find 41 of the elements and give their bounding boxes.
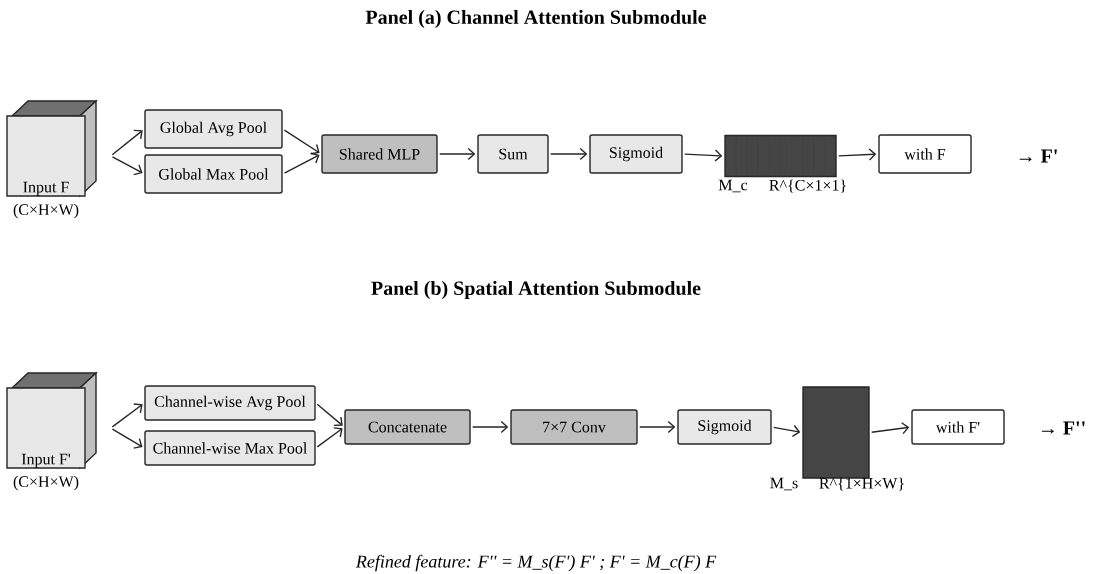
arrow	[316, 427, 343, 448]
process-box: Channel-wise Avg Pool	[144, 385, 316, 421]
arrow	[111, 129, 143, 156]
process-box: Global Avg Pool	[144, 109, 283, 149]
shape-label: R^{C×1×1}	[769, 179, 846, 193]
arrow	[639, 420, 676, 434]
process-box: Shared MLP	[321, 134, 438, 174]
process-box: Concatenate	[344, 409, 471, 445]
shape-label: (C×H×W)	[13, 203, 79, 219]
shape-label: M_s	[770, 477, 798, 491]
arrow	[550, 147, 588, 161]
arrow	[472, 420, 509, 434]
process-box: Sigmoid	[589, 134, 683, 174]
arrow	[316, 403, 343, 427]
process-box: Channel-wise Max Pool	[144, 430, 316, 466]
arrow	[111, 156, 143, 176]
process-box: with F	[878, 134, 972, 174]
panel-title: Panel (a) Channel Attention Submodule	[365, 9, 707, 29]
shape-label: (C×H×W)	[13, 475, 79, 491]
panel-title: Panel (b) Spatial Attention Submodule	[371, 280, 701, 300]
process-box: Sigmoid	[677, 409, 772, 445]
output-label: → F'	[1019, 149, 1057, 163]
process-box: Global Max Pool	[144, 154, 283, 194]
arrow	[111, 428, 143, 449]
process-box: with F'	[911, 409, 1005, 445]
arrow	[439, 147, 476, 161]
arrow	[772, 424, 801, 437]
attention-map-bar	[724, 134, 837, 178]
shape-label: R^{1×H×W}	[819, 477, 904, 491]
arrow	[283, 129, 320, 155]
arrow	[111, 403, 143, 428]
caption: Refined feature: F'' = M_s(F') F' ; F' = M_c(F) F	[355, 554, 717, 572]
attention-map-block	[802, 386, 870, 479]
arrow	[838, 148, 877, 161]
process-box: 7×7 Conv	[510, 409, 638, 445]
arrow	[871, 422, 910, 435]
output-label: → F''	[1041, 421, 1085, 435]
arrow	[283, 152, 320, 174]
process-box: Sum	[477, 134, 549, 174]
shape-label: M_c	[718, 179, 748, 193]
arrow	[684, 149, 723, 162]
